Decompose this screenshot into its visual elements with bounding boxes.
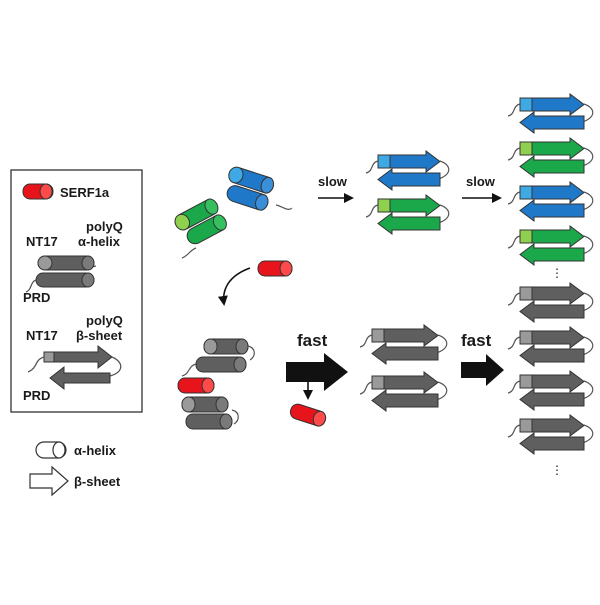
right-top-hairpin-2-strand-forward [519, 137, 585, 160]
right-top-fibril-stack [507, 93, 594, 266]
right-bottom-hairpin-4-strand-back [519, 432, 585, 455]
green-hairpin-turn [437, 204, 450, 224]
right-top-hairpin-1-strand-forward [519, 93, 585, 116]
right-bottom-hairpin-3-strand-forward [519, 370, 585, 393]
serf1a-legend-label: SERF1a [60, 185, 110, 200]
blue-hairpin-strand-forward [377, 150, 441, 173]
sheet-key [29, 465, 69, 497]
green-hairpin-strand-forward [377, 194, 441, 217]
slow-label-2: slow [466, 174, 496, 189]
right-bottom-hairpin-2-strand-forward [519, 326, 585, 349]
serf1a-released [289, 403, 327, 427]
right-bottom-hairpin-2-tail [507, 336, 521, 350]
helix-key [35, 441, 67, 459]
right-top-hairpin-1-strand-back [519, 111, 585, 134]
right-bottom-fibril-stack [507, 282, 594, 455]
nt17-sheet-label: NT17 [26, 328, 58, 343]
blue-hairpin-strand-back [377, 168, 441, 191]
gray-helix-serf-complex [177, 338, 255, 430]
fast-arrow-2 [461, 354, 504, 386]
gray-hairpin-b-tail [359, 381, 373, 395]
polyq-helix-label-top: polyQ [86, 219, 123, 234]
right-top-hairpin-2-turn [581, 147, 594, 167]
gray-hairpin-a-turn [435, 334, 448, 354]
right-bottom-hairpin-1-strand-back [519, 300, 585, 323]
right-top-hairpin-3-strand-back [519, 199, 585, 222]
polyq-helix-label-bottom: α-helix [78, 234, 121, 249]
polyq-sheet-label-top: polyQ [86, 313, 123, 328]
right-top-hairpin-2-tail [507, 147, 521, 161]
top-stack-ellipsis: ⋮ [551, 266, 563, 280]
blue-hairpin-turn [437, 160, 450, 180]
right-top-hairpin-3-turn [581, 191, 594, 211]
fast-arrow-1 [286, 353, 348, 391]
right-bottom-hairpin-2-strand-back [519, 344, 585, 367]
right-top-hairpin-2-strand-back [519, 155, 585, 178]
mid-top-beta-sheet-stack [365, 150, 450, 235]
gray-hairpin-b-strand-back [371, 389, 439, 412]
curved-down-arrow [217, 267, 251, 306]
right-bottom-hairpin-1-strand-forward [519, 282, 585, 305]
right-bottom-hairpin-1-tail [507, 292, 521, 306]
mid-bottom-beta-sheet-stack [359, 324, 448, 412]
right-bottom-hairpin-1-turn [581, 292, 594, 312]
green-helix-dimer [174, 198, 227, 259]
right-bottom-hairpin-3-strand-back [519, 388, 585, 411]
right-top-hairpin-3-tail [507, 191, 521, 205]
prd-sheet-label: PRD [23, 388, 50, 403]
prd-helix-label: PRD [23, 290, 50, 305]
right-bottom-hairpin-2-turn [581, 336, 594, 356]
gray-hairpin-b-turn [435, 381, 448, 401]
gray-hairpin-a-tail [359, 334, 373, 348]
serf1a-incoming [257, 260, 293, 277]
fast-label-2: fast [461, 331, 492, 350]
blue-hairpin-tail [365, 160, 379, 174]
slow-label-1: slow [318, 174, 348, 189]
right-top-hairpin-1-turn [581, 103, 594, 123]
gray-hairpin-a-strand-forward [371, 324, 439, 347]
serf1a-legend-icon [22, 183, 54, 200]
legend-box: SERF1a polyQ α-helix NT17 PRD polyQ β-sh… [10, 169, 143, 413]
right-top-hairpin-4-turn [581, 235, 594, 255]
right-bottom-hairpin-4-tail [507, 424, 521, 438]
fast-label-1: fast [297, 331, 328, 350]
right-top-hairpin-4-tail [507, 235, 521, 249]
gray-helix-dimer-icon [25, 255, 97, 293]
helix-key-label: α-helix [74, 443, 117, 458]
polyq-sheet-label-bottom: β-sheet [76, 328, 123, 343]
blue-helix-dimer [226, 166, 293, 211]
right-bottom-hairpin-3-turn [581, 380, 594, 400]
nt17-helix-label: NT17 [26, 234, 58, 249]
right-bottom-hairpin-4-turn [581, 424, 594, 444]
bottom-stack-ellipsis: ⋮ [551, 463, 563, 477]
right-bottom-hairpin-4-strand-forward [519, 414, 585, 437]
green-hairpin-tail [365, 204, 379, 218]
gray-hairpin-b-strand-forward [371, 371, 439, 394]
gray-hairpin-a-strand-back [371, 342, 439, 365]
right-top-hairpin-4-strand-forward [519, 225, 585, 248]
green-hairpin-strand-back [377, 212, 441, 235]
right-top-hairpin-1-tail [507, 103, 521, 117]
gray-sheet-hairpin-icon [27, 344, 122, 391]
right-bottom-hairpin-3-tail [507, 380, 521, 394]
right-top-hairpin-4-strand-back [519, 243, 585, 266]
right-top-hairpin-3-strand-forward [519, 181, 585, 204]
sheet-key-label: β-sheet [74, 474, 121, 489]
